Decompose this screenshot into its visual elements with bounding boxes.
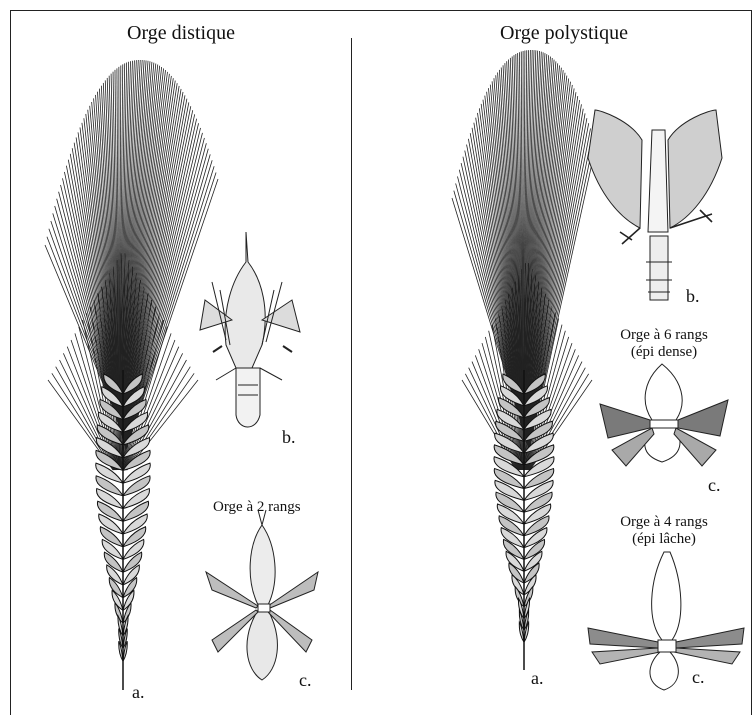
left-label-a: a. — [132, 682, 145, 703]
two-row-spikelet-c-illustration — [206, 510, 318, 680]
right-caption-6-row: Orge à 6 rangs (épi dense) — [608, 327, 720, 361]
two-row-spikelet-b-illustration — [200, 232, 300, 427]
left-label-c: c. — [299, 670, 312, 691]
right-label-a: a. — [531, 668, 544, 689]
four-row-lax-spikelet-c-illustration — [588, 552, 744, 690]
two-row-spike-ear-illustration — [96, 370, 151, 690]
right-label-c-4-row: c. — [692, 667, 705, 688]
right-caption-6-row-line1: Orge à 6 rangs — [608, 327, 720, 344]
right-caption-4-row-line1: Orge à 4 rangs — [608, 514, 720, 531]
left-caption-2-row: Orge à 2 rangs — [213, 499, 301, 516]
right-caption-4-row: Orge à 4 rangs (épi lâche) — [608, 514, 720, 548]
six-row-spike-ear-illustration — [494, 370, 554, 670]
right-caption-4-row-line2: (épi lâche) — [608, 531, 720, 548]
six-row-dense-spikelet-c-illustration — [600, 364, 728, 466]
left-label-b: b. — [282, 427, 296, 448]
six-row-spikelet-b-illustration — [588, 110, 722, 300]
right-caption-6-row-line2: (épi dense) — [608, 344, 720, 361]
right-label-b: b. — [686, 286, 700, 307]
right-label-c-6-row: c. — [708, 475, 721, 496]
